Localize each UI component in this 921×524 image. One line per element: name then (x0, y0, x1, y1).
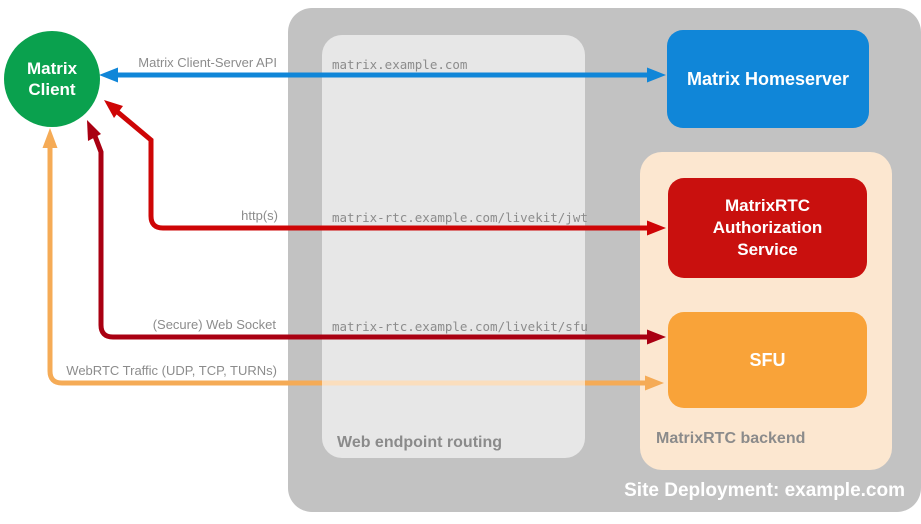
https-arrow-line (112, 107, 650, 231)
web-endpoint-routing-container (322, 35, 585, 458)
websocket-arrow-line (90, 130, 650, 340)
matrix-homeserver-label: Matrix Homeserver (686, 68, 850, 89)
webrtc-traffic-arrow (42, 128, 664, 391)
node-sfu: SFU (668, 312, 867, 408)
webrtc-arrowhead-sfu (645, 375, 664, 391)
site-deployment-label: Site Deployment: example.com (624, 480, 905, 501)
websocket-arrowhead-client (87, 120, 101, 141)
route-livekit-sfu: matrix-rtc.example.com/livekit/sfu (332, 319, 588, 334)
node-matrix-client: Matrix Client (4, 31, 100, 127)
https-arrowhead-auth (647, 220, 666, 236)
websocket-arrowhead-sfu (647, 329, 666, 345)
api-arrowhead-homeserver (647, 67, 666, 83)
https-arrow (104, 100, 666, 236)
node-matrix-homeserver: Matrix Homeserver (667, 30, 869, 128)
websocket-label: (Secure) Web Socket (152, 317, 276, 332)
web-endpoint-routing-label: Web endpoint routing (337, 434, 503, 451)
matrix-client-label-line2: Client (28, 80, 76, 99)
authorization-service-label: MatrixRTC Authorization Service (712, 196, 823, 259)
route-livekit-jwt: matrix-rtc.example.com/livekit/jwt (332, 210, 588, 225)
webrtc-traffic-label: WebRTC Traffic (UDP, TCP, TURNs) (66, 363, 277, 378)
node-matrixrtc-authorization-service: MatrixRTC Authorization Service (668, 178, 867, 278)
https-arrowhead-client (104, 100, 123, 118)
client-server-api-label: Matrix Client-Server API (138, 55, 277, 70)
matrix-client-label-line1: Matrix (26, 59, 78, 78)
websocket-arrow (87, 120, 666, 345)
client-server-api-arrow (99, 67, 666, 83)
sfu-label: SFU (749, 349, 786, 370)
webrtc-arrow-line (47, 140, 648, 386)
api-arrowhead-client (99, 67, 118, 83)
route-matrix-example-com: matrix.example.com (332, 57, 468, 72)
https-label: http(s) (241, 208, 278, 223)
matrixrtc-backend-label: MatrixRTC backend (656, 430, 806, 447)
webrtc-arrowhead-client (42, 128, 58, 148)
